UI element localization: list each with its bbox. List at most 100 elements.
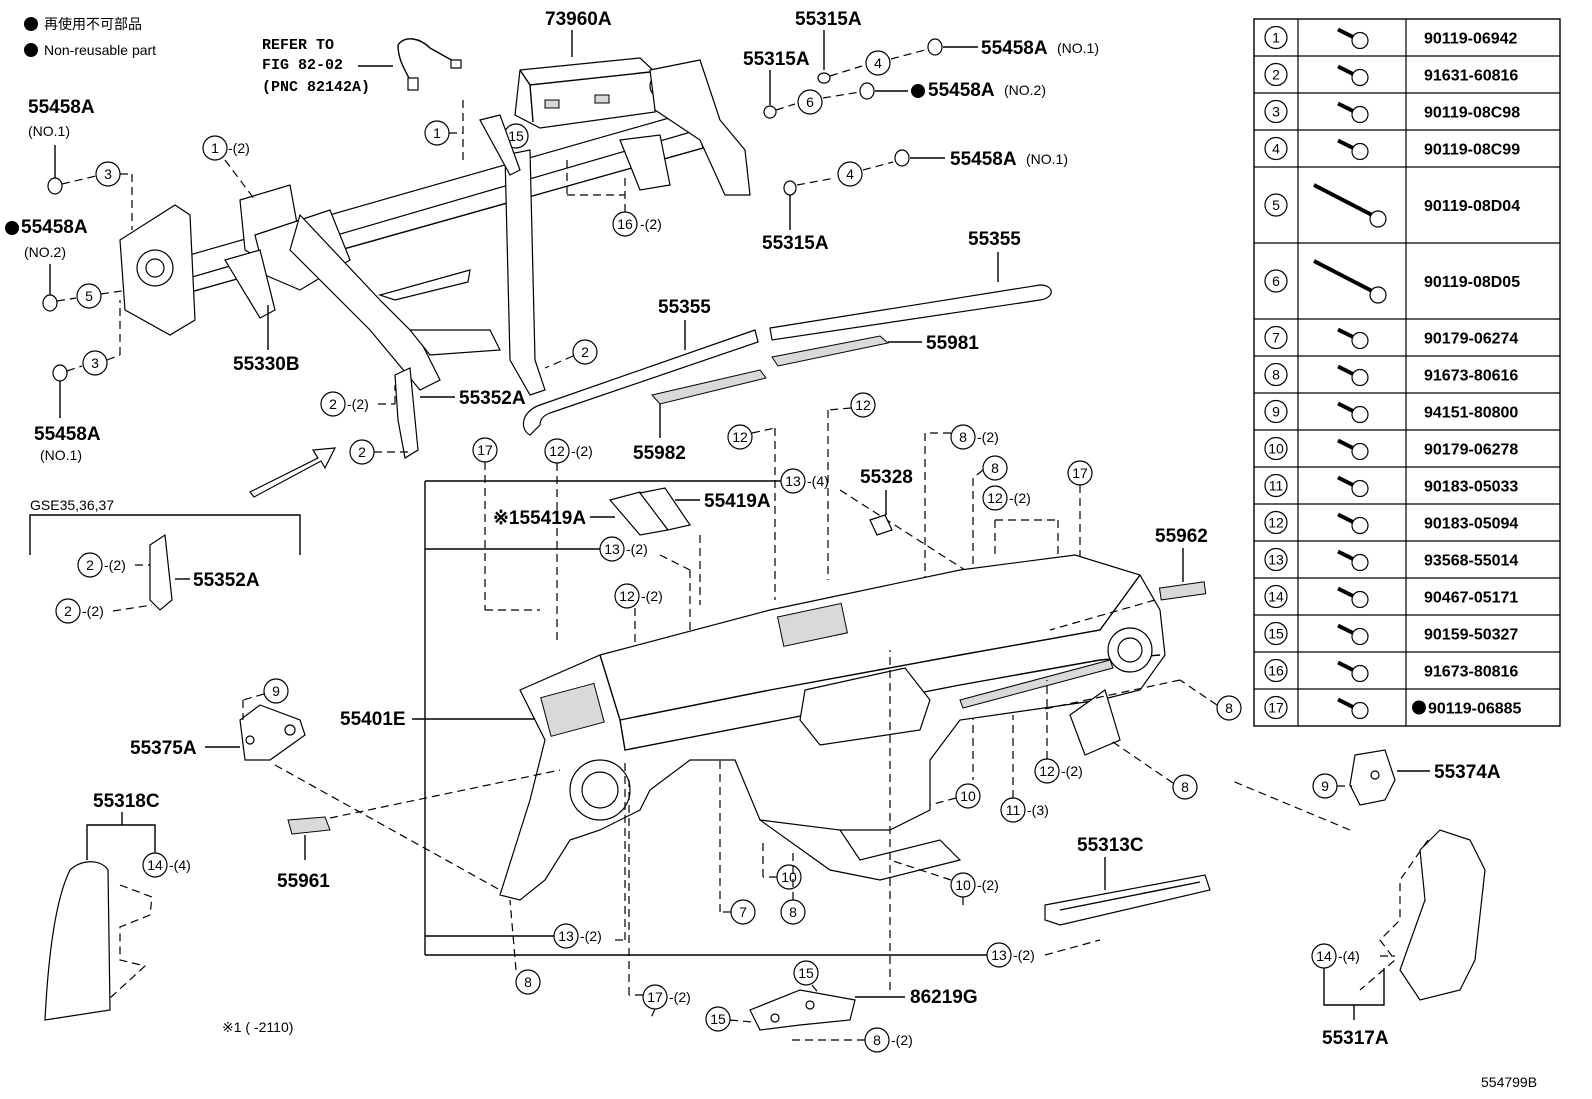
- label-55355-left[interactable]: 55355: [658, 297, 711, 318]
- svg-text:11: 11: [1006, 802, 1021, 818]
- label-55328[interactable]: 55328: [860, 467, 913, 488]
- label-55315A-mid[interactable]: 55315A: [743, 49, 810, 70]
- row-number: 2: [1272, 67, 1280, 83]
- panel-55982[interactable]: [651, 369, 767, 405]
- table-row[interactable]: 2 91631-60816: [1264, 62, 1518, 87]
- label-55317A[interactable]: 55317A: [1322, 1028, 1389, 1049]
- label-55458A-left3[interactable]: 55458A: [34, 424, 101, 445]
- svg-text:9: 9: [1321, 778, 1329, 794]
- part-number[interactable]: 90179-06274: [1424, 331, 1518, 348]
- refer-line3[interactable]: (PNC 82142A): [262, 79, 370, 96]
- label-55962[interactable]: 55962: [1155, 526, 1208, 547]
- label-55352A-top[interactable]: 55352A: [459, 388, 526, 409]
- fastener-icon: [1337, 138, 1369, 161]
- label-55458A-left2[interactable]: 55458A: [21, 217, 88, 238]
- refer-line1[interactable]: REFER TO: [262, 37, 334, 54]
- part-number[interactable]: 91631-60816: [1424, 68, 1518, 85]
- label-gse[interactable]: GSE35,36,37: [30, 497, 114, 513]
- label-55961[interactable]: 55961: [277, 871, 330, 892]
- panel-55961[interactable]: [287, 816, 331, 835]
- svg-text:-(2): -(2): [580, 928, 602, 944]
- svg-text:1: 1: [211, 140, 219, 156]
- label-55330B[interactable]: 55330B: [233, 354, 300, 375]
- bracket-55352A-upper[interactable]: [394, 367, 419, 459]
- part-number[interactable]: 93568-55014: [1424, 553, 1518, 570]
- part-number[interactable]: 94151-80800: [1424, 405, 1518, 422]
- panel-55981[interactable]: [771, 335, 890, 367]
- svg-text:17: 17: [647, 989, 663, 1005]
- label-55401E[interactable]: 55401E: [340, 709, 406, 730]
- part-number[interactable]: 90183-05033: [1424, 479, 1518, 496]
- part-number[interactable]: 90119-06942: [1424, 31, 1518, 48]
- bracket-55374A[interactable]: [1349, 749, 1396, 806]
- airbag-module[interactable]: [514, 57, 656, 129]
- part-number[interactable]: 90179-06278: [1424, 442, 1518, 459]
- part-number[interactable]: 91673-80616: [1424, 368, 1518, 385]
- label-55458A-right2[interactable]: 55458A: [928, 80, 995, 101]
- label-55458A-right1[interactable]: 55458A: [981, 38, 1048, 59]
- bracket-55375A[interactable]: [239, 704, 306, 761]
- part-number[interactable]: 90159-50327: [1424, 627, 1518, 644]
- cover-55318C[interactable]: [44, 861, 111, 1021]
- label-55318C[interactable]: 55318C: [93, 791, 160, 812]
- direction-arrow-icon: [249, 447, 337, 498]
- part-number[interactable]: 90119-08D05: [1424, 274, 1520, 291]
- row-number-circle: [1264, 62, 1288, 87]
- part-number[interactable]: 90183-05094: [1424, 516, 1518, 533]
- label-55355-right[interactable]: 55355: [968, 229, 1021, 250]
- label-55982[interactable]: 55982: [633, 443, 686, 464]
- row-number-circle: [1264, 25, 1288, 50]
- part-number[interactable]: 90119-06885: [1428, 701, 1522, 718]
- garnish-55355-right[interactable]: [769, 284, 1052, 341]
- label-55419A-b[interactable]: 55419A: [704, 491, 771, 512]
- instrument-panel[interactable]: [499, 554, 1207, 901]
- part-number[interactable]: 90119-08C99: [1424, 142, 1520, 159]
- duct-55313C[interactable]: [1044, 874, 1211, 926]
- row-number-circle: [1264, 547, 1288, 572]
- label-55981[interactable]: 55981: [926, 333, 979, 354]
- part-number[interactable]: 90119-08D04: [1424, 198, 1520, 215]
- label-86219G[interactable]: 86219G: [910, 987, 978, 1008]
- label-73960A[interactable]: 73960A: [545, 9, 612, 30]
- label-55313C[interactable]: 55313C: [1077, 835, 1144, 856]
- svg-text:10: 10: [781, 869, 797, 885]
- reinforcement-beam[interactable]: [119, 59, 751, 396]
- svg-text:-(2): -(2): [641, 588, 663, 604]
- label-55374A[interactable]: 55374A: [1434, 762, 1501, 783]
- label-55458A-left1[interactable]: 55458A: [28, 97, 95, 118]
- label-55315A-low[interactable]: 55315A: [762, 233, 829, 254]
- label-55352A-bottom[interactable]: 55352A: [193, 570, 260, 591]
- cover-55317A[interactable]: [1399, 829, 1486, 1001]
- label-55375A[interactable]: 55375A: [130, 738, 197, 759]
- label-55458A-right3[interactable]: 55458A: [950, 149, 1017, 170]
- part-number[interactable]: 90119-08C98: [1424, 105, 1520, 122]
- garnish-55355-left[interactable]: [522, 329, 759, 436]
- sensor-55328[interactable]: [869, 514, 893, 536]
- bracket-86219G[interactable]: [749, 989, 856, 1031]
- part-number[interactable]: 90467-05171: [1424, 590, 1518, 607]
- part-number[interactable]: 91673-80816: [1424, 664, 1518, 681]
- label-55315A-top[interactable]: 55315A: [795, 9, 862, 30]
- refer-line2[interactable]: FIG 82-02: [262, 57, 343, 74]
- svg-text:15: 15: [710, 1011, 726, 1027]
- label-55419A-a[interactable]: ※155419A: [493, 508, 586, 529]
- fastener-icon: [1337, 512, 1369, 535]
- label-plate-55419A-b[interactable]: [638, 487, 691, 531]
